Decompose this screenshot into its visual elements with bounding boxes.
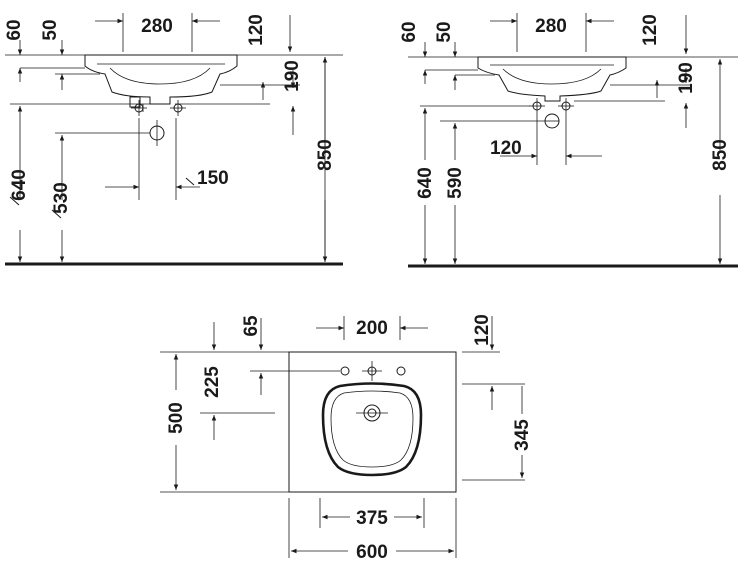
water-connection-left-icon: [131, 100, 147, 116]
dim-640-label: 640: [9, 169, 30, 201]
dim-200-label: 200: [356, 318, 388, 339]
dim-60-label: 60: [4, 19, 25, 40]
dim-280-label: 280: [141, 16, 173, 37]
dim-120-label: 120: [246, 14, 267, 46]
dim-190-label-2: 190: [676, 62, 697, 94]
tap-hole-left-icon: [340, 366, 350, 376]
tap-hole-center-icon: [362, 361, 382, 381]
dim-120-top-label: 120: [472, 314, 493, 346]
dim-850-label: 850: [315, 139, 336, 171]
water-connection-right-icon: [170, 100, 186, 116]
dim-850-label-2: 850: [710, 139, 731, 171]
siphon-left: [129, 96, 141, 108]
leader-530: [51, 209, 62, 219]
dim-280-label-2: 280: [535, 16, 567, 37]
side-view-1: 280 60 50 120 190 850 640 530: [4, 13, 343, 266]
dim-65-label: 65: [241, 315, 262, 337]
basin-side-profile: [84, 54, 238, 105]
top-view: 200 65 225 500 120 345 375 600: [160, 314, 533, 563]
water-connection-left-icon: [529, 98, 545, 114]
dim-500-label: 500: [166, 402, 187, 434]
leader-150: [185, 177, 195, 186]
dim-590-label-2: 590: [445, 167, 466, 199]
dim-60-label-2: 60: [399, 21, 420, 42]
dim-120-horizontal-label: 120: [490, 138, 522, 159]
dim-640-label-2: 640: [415, 167, 436, 199]
dim-50-label: 50: [40, 19, 61, 40]
dim-345-label: 345: [512, 419, 533, 451]
dim-150-label: 150: [197, 168, 229, 189]
basin-bowl-inner: [330, 390, 414, 468]
basin-bowl-curve: [109, 67, 211, 85]
dim-375-label: 375: [356, 508, 388, 529]
water-connection-right-icon: [558, 98, 574, 114]
leader-640: [9, 196, 20, 206]
drain-icon: [356, 404, 388, 422]
waste-connection-icon: [544, 113, 560, 129]
dim-120-label-2: 120: [640, 14, 661, 46]
dim-190-label: 190: [282, 60, 303, 92]
tap-hole-right-icon: [396, 366, 406, 376]
side-view-2: 280 60 50 120 190 850 640 590 120: [399, 13, 738, 268]
dim-600-label: 600: [356, 542, 388, 563]
dim-225-label: 225: [202, 366, 223, 398]
basin-outline: [288, 351, 457, 493]
waste-connection-icon: [149, 120, 165, 146]
basin-side-profile-2: [477, 56, 627, 102]
dim-530-label: 530: [51, 182, 72, 214]
basin-bowl-outer: [321, 382, 423, 477]
dim-50-label-2: 50: [434, 21, 455, 42]
